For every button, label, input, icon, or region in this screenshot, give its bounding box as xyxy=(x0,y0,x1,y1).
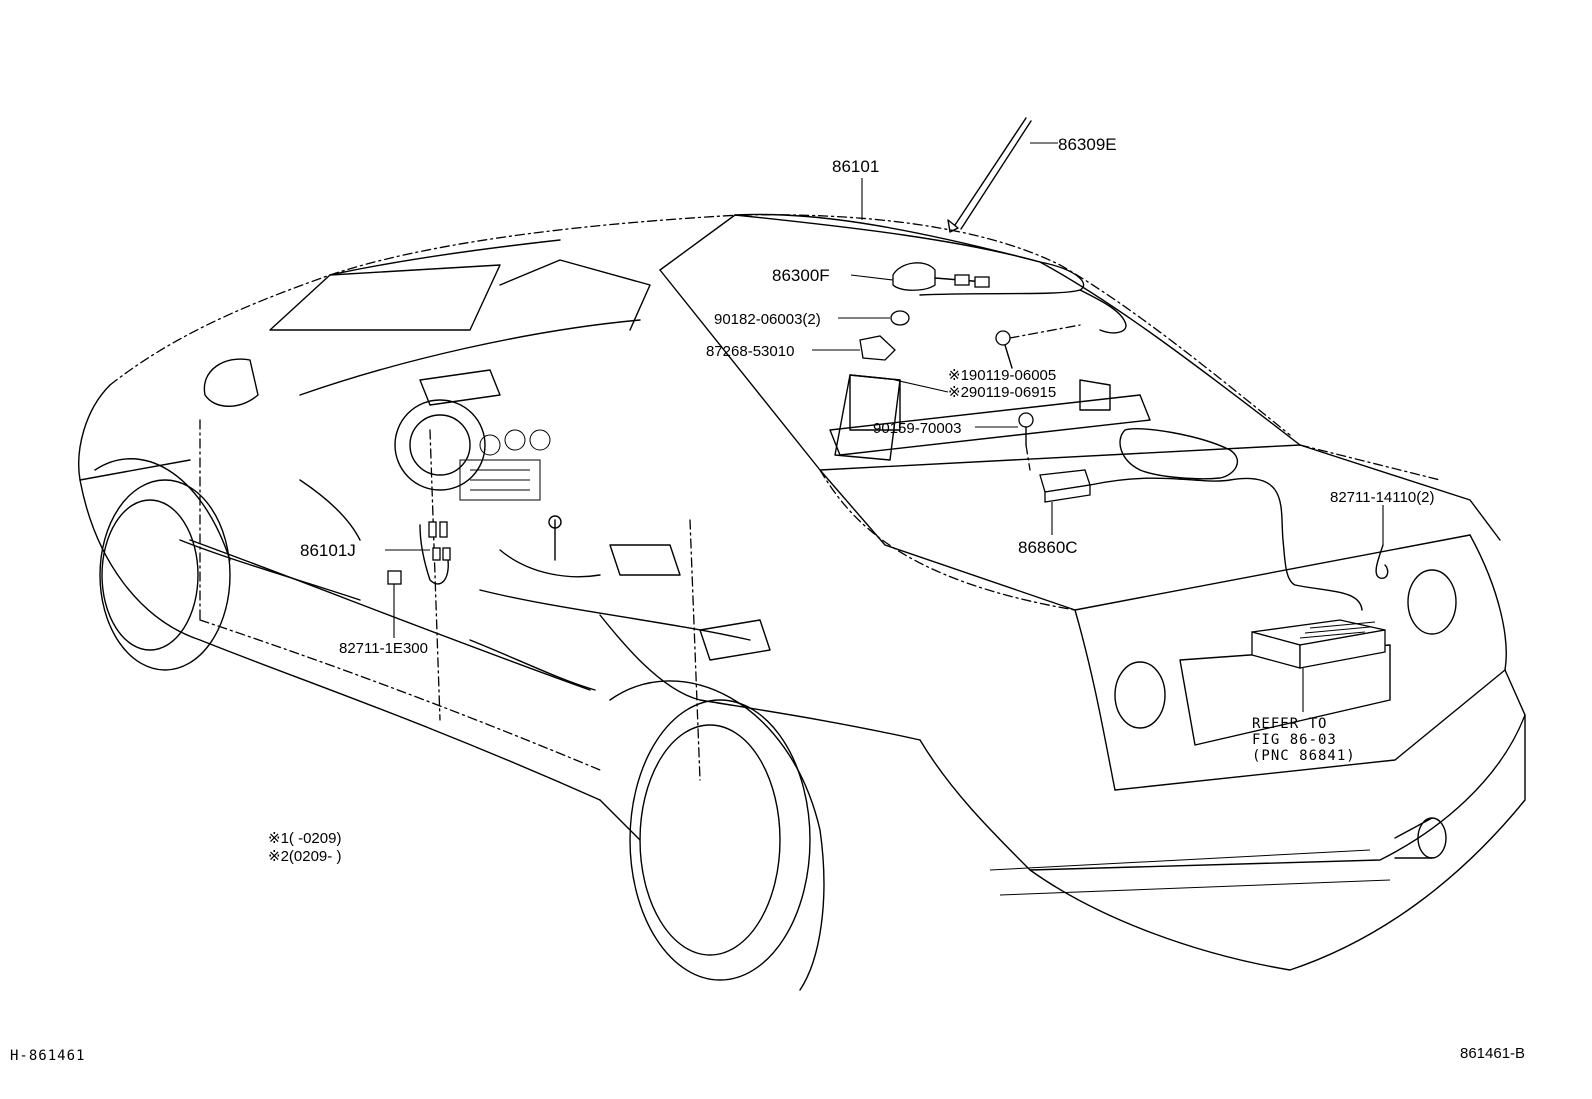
antenna-base-86300F xyxy=(850,262,990,291)
label-86101J: 86101J xyxy=(300,541,356,560)
cable-86101J xyxy=(385,521,451,585)
antenna-cable-86101 xyxy=(734,178,1127,334)
antenna-mast xyxy=(947,117,1058,233)
label-86309E: 86309E xyxy=(1058,135,1117,154)
amplifier-86860C xyxy=(1039,428,1363,611)
note-1: ※1( -0209) xyxy=(268,830,341,847)
label-refer-fig: FIG 86-03 xyxy=(1252,732,1337,748)
footer-right-id: 861461-B xyxy=(1460,1045,1525,1062)
note-2: ※2(0209- ) xyxy=(268,848,341,865)
bolt-90159 xyxy=(975,412,1034,471)
label-82711-1E300: 82711-1E300 xyxy=(339,640,428,657)
label-90119-06005: ※190119-06005 xyxy=(948,367,1056,384)
label-refer-pnc: (PNC 86841) xyxy=(1252,748,1356,764)
clip-82711-1E300 xyxy=(387,570,402,638)
label-90119-06915: ※290119-06915 xyxy=(948,384,1056,401)
label-refer-to: REFER TO xyxy=(1252,716,1327,732)
bolt-90119 xyxy=(894,324,1081,393)
label-86300F: 86300F xyxy=(772,266,830,285)
clamp-82711-14110 xyxy=(1375,505,1389,579)
car-body-outline xyxy=(78,214,1526,991)
label-90182-06003: 90182-06003(2) xyxy=(714,311,821,328)
footer-left-id: H-861461 xyxy=(10,1048,85,1064)
label-87268-53010: 87268-53010 xyxy=(706,343,794,360)
label-90159-70003: 90159-70003 xyxy=(873,420,961,437)
label-82711-14110: 82711-14110(2) xyxy=(1330,489,1435,506)
label-86101: 86101 xyxy=(832,157,879,176)
bracket-87268 xyxy=(812,335,901,461)
tuner-module xyxy=(1251,619,1386,712)
nut-90182 xyxy=(838,310,910,326)
label-86860C: 86860C xyxy=(1018,538,1078,557)
